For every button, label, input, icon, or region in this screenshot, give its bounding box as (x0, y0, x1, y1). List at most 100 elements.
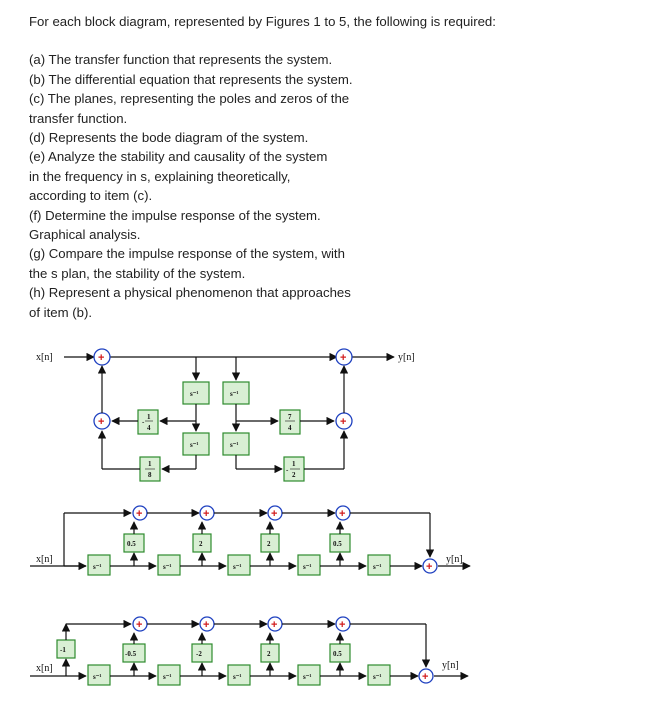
d2-sum-2: + (199, 505, 215, 521)
item-e-cont1: in the frequency in s, explaining theore… (29, 168, 291, 184)
d1-input-label: x[n] (36, 352, 53, 363)
item-h-cont: of item (b). (29, 304, 93, 320)
svg-text:-1: -1 (60, 646, 66, 654)
d3-sum-3: + (267, 616, 283, 632)
d2-input-label: x[n] (36, 554, 53, 565)
svg-text:0.5: 0.5 (127, 540, 136, 548)
item-e-cont2: according to item (c). (29, 188, 153, 204)
diagram-2: x[n] y[n] s⁻¹ s⁻¹ s⁻¹ s⁻¹ s⁻¹ 0.5 2 2 (30, 505, 471, 576)
item-b: (b) The differential equation that repre… (29, 71, 353, 87)
svg-text:+: + (271, 508, 277, 520)
d2-sum-3: + (267, 505, 283, 521)
svg-text:+: + (426, 561, 432, 573)
item-a: (a) The transfer function that represent… (29, 52, 333, 68)
svg-text:s⁻¹: s⁻¹ (190, 441, 199, 449)
svg-text:-2: -2 (196, 650, 202, 658)
d3-delay-2 (157, 664, 181, 686)
d2-delay-4 (297, 554, 321, 576)
svg-text:s⁻¹: s⁻¹ (163, 563, 172, 571)
svg-text:s⁻¹: s⁻¹ (373, 563, 382, 571)
svg-text:2: 2 (267, 650, 271, 658)
intro-line: For each block diagram, represented by F… (29, 14, 496, 29)
svg-text:-0.5: -0.5 (125, 650, 137, 658)
d1-gain-1-4 (137, 409, 159, 435)
diagram-1: x[n] y[n] + + + + s⁻¹ s⁻¹ (36, 348, 415, 482)
svg-text:7: 7 (288, 413, 292, 421)
d3-delay-3 (227, 664, 251, 686)
svg-text:1: 1 (292, 460, 296, 468)
svg-text:s⁻¹: s⁻¹ (93, 673, 102, 681)
item-h: (h) Represent a physical phenomenon that… (29, 285, 351, 301)
svg-text:+: + (98, 416, 104, 428)
d2-delay-1 (87, 554, 111, 576)
svg-text:2: 2 (199, 540, 203, 548)
svg-text:-: - (142, 418, 145, 426)
d2-sum-4: + (335, 505, 351, 521)
item-c: (c) The planes, representing the poles a… (29, 91, 350, 107)
svg-text:s⁻¹: s⁻¹ (163, 673, 172, 681)
d1-gain-7-4 (279, 409, 301, 435)
svg-text:+: + (136, 508, 142, 520)
d3-input-label: x[n] (36, 663, 53, 674)
svg-text:s⁻¹: s⁻¹ (230, 390, 239, 398)
d3-sum-4: + (335, 616, 351, 632)
svg-text:+: + (340, 416, 346, 428)
svg-text:+: + (422, 671, 428, 683)
svg-text:0.5: 0.5 (333, 540, 342, 548)
svg-text:s⁻¹: s⁻¹ (93, 563, 102, 571)
item-g: (g) Compare the impulse response of the … (29, 246, 345, 262)
svg-text:+: + (203, 508, 209, 520)
item-d: (d) Represents the bode diagram of the s… (29, 130, 309, 146)
item-e: (e) Analyze the stability and causality … (29, 149, 328, 165)
d3-delay-4 (297, 664, 321, 686)
d2-delay-3 (227, 554, 251, 576)
svg-text:8: 8 (148, 471, 152, 479)
svg-text:s⁻¹: s⁻¹ (230, 441, 239, 449)
svg-text:s⁻¹: s⁻¹ (233, 673, 242, 681)
svg-text:+: + (136, 619, 142, 631)
d3-sum-1: + (132, 616, 148, 632)
svg-text:+: + (339, 508, 345, 520)
d2-output-label: y[n] (446, 554, 463, 565)
svg-text:+: + (98, 352, 104, 364)
svg-text:+: + (339, 619, 345, 631)
svg-text:4: 4 (147, 424, 151, 432)
item-c-cont: transfer function. (29, 110, 128, 126)
svg-text:+: + (271, 619, 277, 631)
svg-text:s⁻¹: s⁻¹ (233, 563, 242, 571)
svg-text:1: 1 (148, 460, 152, 468)
svg-text:-: - (286, 466, 289, 474)
d2-delay-2 (157, 554, 181, 576)
item-f-cont: Graphical analysis. (29, 227, 141, 243)
svg-text:+: + (203, 619, 209, 631)
item-g-cont: the s plan, the stability of the system. (29, 265, 246, 281)
svg-text:4: 4 (288, 424, 292, 432)
d1-sum-output: + (335, 348, 353, 366)
d3-sum-out: + (418, 668, 434, 684)
d3-delay-1 (87, 664, 111, 686)
d2-sum-1: + (132, 505, 148, 521)
svg-text:1: 1 (147, 413, 151, 421)
d2-sum-out: + (422, 558, 438, 574)
svg-text:s⁻¹: s⁻¹ (373, 673, 382, 681)
svg-text:2: 2 (267, 540, 271, 548)
item-f: (f) Determine the impulse response of th… (29, 207, 321, 223)
d3-output-label: y[n] (442, 660, 459, 671)
diagram-3: x[n] y[n] -1 s⁻¹ s⁻¹ s⁻¹ s⁻¹ s⁻¹ -0.5 -2 (30, 616, 469, 686)
d1-output-label: y[n] (398, 352, 415, 363)
d1-sum-right: + (335, 412, 353, 430)
d3-delay-5 (367, 664, 391, 686)
svg-text:+: + (340, 352, 346, 364)
d3-gain-neg2 (191, 643, 213, 663)
svg-text:s⁻¹: s⁻¹ (303, 673, 312, 681)
svg-text:s⁻¹: s⁻¹ (303, 563, 312, 571)
problem-text: For each block diagram, represented by F… (29, 12, 629, 322)
d1-sum-input: + (93, 348, 111, 366)
d3-sum-2: + (199, 616, 215, 632)
svg-text:0.5: 0.5 (333, 650, 342, 658)
d1-sum-left: + (93, 412, 111, 430)
d2-delay-5 (367, 554, 391, 576)
svg-text:2: 2 (292, 471, 296, 479)
svg-text:s⁻¹: s⁻¹ (190, 390, 199, 398)
